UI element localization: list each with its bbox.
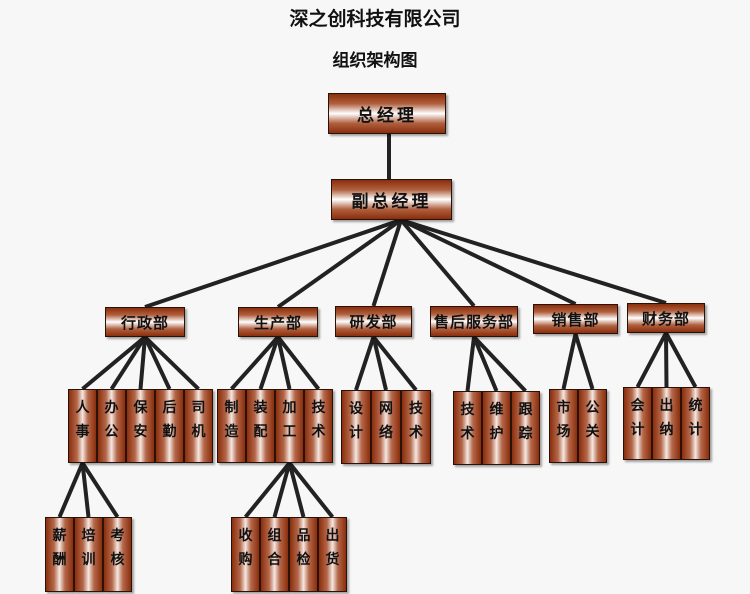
connector-dept-unit — [573, 333, 595, 390]
connector-dept-unit — [472, 335, 527, 393]
company-title: 深之创科技有限公司 — [289, 8, 461, 30]
connector-dept-unit — [354, 336, 376, 391]
unit-label: 人事 — [75, 400, 90, 440]
connector-unit-subunit — [287, 462, 306, 518]
node-unit: 办公 — [97, 389, 126, 463]
connector-dept-unit — [230, 335, 280, 391]
node-unit: 技术 — [401, 390, 431, 464]
connector-dept-unit — [635, 332, 668, 388]
unit-label: 市场 — [556, 400, 571, 440]
connector-dept-unit — [371, 336, 388, 391]
connector-dept-unit — [138, 336, 147, 390]
unit-label: 统计 — [688, 398, 703, 438]
node-ceo: 总经理 — [328, 93, 446, 134]
node-unit: 公关 — [578, 389, 607, 463]
node-unit: 会计 — [623, 387, 652, 460]
unit-label: 收购 — [238, 528, 253, 568]
node-unit: 设计 — [341, 390, 371, 464]
node-unit: 后勤 — [155, 389, 184, 463]
unit-label: 制造 — [224, 400, 239, 440]
connector-dept-unit — [143, 336, 172, 390]
unit-label: 技术 — [311, 400, 326, 440]
connector-dept-unit — [276, 335, 321, 391]
node-department: 售后服务部 — [430, 306, 518, 337]
unit-label: 保安 — [133, 400, 148, 440]
unit-label: 技术 — [460, 402, 475, 442]
unit-label: 品检 — [296, 528, 311, 568]
unit-label: 组合 — [267, 528, 282, 568]
connector-unit-subunit — [287, 461, 335, 519]
node-unit: 制造 — [217, 389, 246, 463]
connector-vp-dept — [276, 218, 403, 309]
node-unit: 网络 — [371, 390, 401, 464]
unit-label: 出纳 — [659, 398, 674, 438]
node-subunit: 考核 — [103, 517, 132, 592]
unit-label: 设计 — [349, 401, 363, 441]
node-unit: 市场 — [549, 389, 578, 463]
node-department: 行政部 — [105, 307, 185, 337]
unit-label: 出货 — [325, 528, 340, 568]
connector-unit-subunit — [57, 462, 85, 518]
connector-dept-unit — [472, 336, 499, 392]
node-unit: 维护 — [482, 391, 511, 465]
unit-label: 技术 — [409, 401, 423, 441]
node-vp: 副总经理 — [331, 179, 452, 220]
connector-vp-dept — [144, 218, 402, 309]
connector-unit-subunit — [243, 461, 292, 519]
node-subunit: 培训 — [74, 517, 103, 592]
unit-label: 考核 — [110, 528, 125, 568]
connector-dept-unit — [143, 335, 200, 391]
node-unit: 人事 — [68, 389, 97, 463]
connector-vp-dept — [371, 219, 403, 307]
connector-dept-unit — [276, 336, 292, 390]
node-unit: 统计 — [681, 387, 710, 460]
unit-label: 后勤 — [162, 400, 177, 440]
connector-dept-unit — [371, 335, 418, 392]
connector-unit-subunit — [80, 461, 120, 519]
unit-label: 会计 — [630, 398, 645, 438]
unit-label: 加工 — [282, 400, 297, 440]
connector-dept-unit — [258, 336, 280, 390]
node-unit: 司机 — [184, 389, 213, 463]
node-unit: 技术 — [453, 391, 482, 465]
node-unit: 加工 — [275, 389, 304, 463]
connector-dept-unit — [81, 335, 147, 391]
unit-label: 公关 — [585, 400, 600, 440]
connector-dept-unit — [664, 332, 698, 388]
node-unit: 保安 — [126, 389, 155, 463]
connector-vp-dept — [399, 218, 476, 308]
node-department: 生产部 — [238, 307, 318, 337]
connector-dept-unit — [465, 336, 476, 392]
connector-unit-subunit — [272, 462, 292, 518]
unit-label: 薪酬 — [52, 528, 67, 568]
connector-dept-unit — [664, 332, 669, 388]
unit-label: 培训 — [81, 528, 96, 568]
chart-subtitle: 组织架构图 — [332, 51, 418, 71]
node-unit: 技术 — [304, 389, 333, 463]
unit-label: 办公 — [104, 400, 119, 440]
unit-label: 跟踪 — [518, 402, 533, 442]
unit-label: 维护 — [489, 402, 504, 442]
node-subunit: 出货 — [318, 517, 347, 592]
connector-unit-subunit — [80, 462, 91, 518]
node-subunit: 薪酬 — [45, 517, 74, 592]
connector-dept-unit — [109, 335, 147, 391]
node-unit: 跟踪 — [511, 391, 540, 465]
node-subunit: 品检 — [289, 517, 318, 592]
unit-label: 司机 — [191, 400, 206, 440]
node-subunit: 收购 — [231, 517, 260, 592]
connector-dept-unit — [561, 333, 578, 390]
connector-vp-dept — [400, 218, 577, 306]
node-unit: 装配 — [246, 389, 275, 463]
node-department: 研发部 — [335, 306, 412, 337]
unit-label: 网络 — [379, 401, 393, 441]
node-unit: 出纳 — [652, 387, 681, 460]
unit-label: 装配 — [253, 400, 268, 440]
node-subunit: 组合 — [260, 517, 289, 592]
connector-vp-dept — [400, 218, 667, 305]
node-department: 财务部 — [627, 303, 705, 333]
node-department: 销售部 — [533, 304, 618, 334]
